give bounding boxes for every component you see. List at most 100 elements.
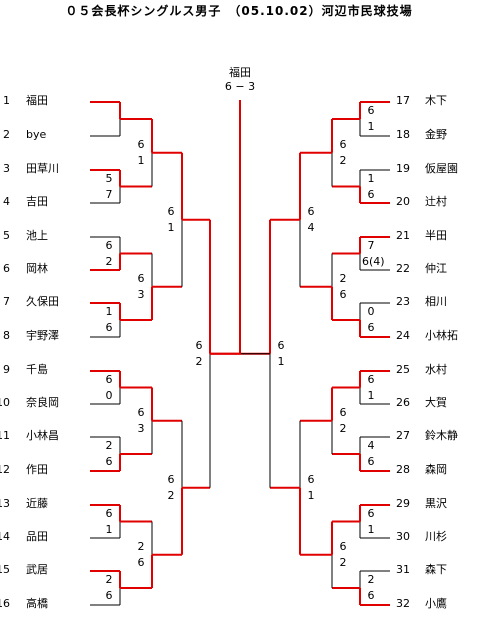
match-score: 6: [195, 338, 203, 352]
left-player-name: 品田: [26, 530, 48, 543]
match-score: 7: [367, 238, 375, 252]
match-score: 6: [137, 137, 145, 151]
champion-name: 福田: [229, 66, 251, 79]
left-player-name: 田草川: [26, 162, 59, 175]
match-score: 5: [105, 171, 113, 185]
match-score: 6: [137, 271, 145, 285]
left-player-name: 久保田: [26, 295, 59, 308]
match-score: 6: [367, 187, 375, 201]
left-seed-number: 6: [3, 262, 10, 275]
right-seed-number: 22: [396, 262, 410, 275]
match-score: 6: [105, 321, 113, 334]
match-score: 6(4): [362, 254, 385, 268]
match-score: 1: [367, 171, 375, 185]
left-seed-number: 7: [3, 295, 10, 308]
left-player-name: 高橋: [26, 597, 48, 610]
match-score: 2: [105, 439, 113, 452]
left-seed-number: 13: [0, 497, 10, 510]
match-score: 2: [137, 539, 145, 553]
left-seed-number: 2: [3, 128, 10, 141]
match-score: 6: [105, 238, 113, 252]
left-player-name: 宇野澤: [26, 329, 59, 342]
page-title: ０５会長杯シングルス男子 （05.10.02）河辺市民球技場: [65, 4, 413, 18]
match-score: 6: [137, 555, 145, 569]
match-score: 2: [367, 573, 375, 586]
match-score: 1: [367, 522, 375, 536]
match-score: 1: [367, 120, 375, 133]
match-score: 6: [367, 372, 375, 386]
left-player-name: 池上: [26, 229, 48, 242]
match-score: 6: [105, 455, 113, 468]
left-seed-number: 3: [3, 162, 10, 175]
right-player-name: 小林拓: [425, 329, 458, 342]
left-seed-number: 14: [0, 530, 10, 543]
left-seed-number: 10: [0, 396, 10, 409]
match-score: 1: [167, 220, 175, 234]
left-player-name: 武居: [26, 563, 48, 576]
left-seed-number: 5: [3, 229, 10, 242]
match-score: 2: [339, 555, 347, 569]
match-score: 4: [307, 220, 315, 234]
match-score: 6: [105, 372, 113, 386]
match-score: 3: [137, 421, 145, 435]
match-score: 6: [105, 506, 113, 520]
left-player-name: bye: [26, 128, 47, 141]
match-score: 1: [137, 153, 145, 167]
right-seed-number: 20: [396, 195, 410, 208]
right-seed-number: 18: [396, 128, 410, 141]
left-seed-number: 8: [3, 329, 10, 342]
final-score: 6 − 3: [224, 80, 256, 93]
right-player-name: 金野: [425, 128, 447, 141]
right-player-name: 森下: [425, 563, 447, 576]
right-seed-number: 29: [396, 497, 410, 510]
right-player-name: 鈴木静: [425, 429, 458, 442]
left-seed-number: 1: [3, 94, 10, 107]
match-score: 1: [105, 305, 113, 318]
match-score: 6: [339, 539, 347, 553]
right-seed-number: 24: [396, 329, 410, 342]
match-score: 0: [367, 305, 375, 318]
right-player-name: 川杉: [425, 530, 447, 543]
right-player-name: 水村: [425, 363, 447, 376]
match-score: 1: [307, 488, 315, 502]
right-player-name: 木下: [425, 94, 447, 107]
left-seed-number: 16: [0, 597, 10, 610]
right-seed-number: 19: [396, 162, 410, 175]
match-score: 6: [167, 204, 175, 218]
match-score: 6: [137, 405, 145, 419]
match-score: 3: [137, 287, 145, 301]
left-player-name: 岡林: [26, 262, 48, 275]
left-player-name: 福田: [26, 94, 48, 107]
match-score: 2: [339, 271, 347, 285]
right-player-name: 大賀: [425, 396, 447, 409]
right-player-name: 相川: [425, 295, 447, 308]
match-score: 6: [277, 338, 285, 352]
match-score: 6: [367, 506, 375, 520]
match-score: 2: [105, 573, 113, 586]
right-player-name: 小鷹: [425, 597, 447, 610]
match-score: 1: [277, 354, 285, 368]
match-score: 6: [167, 472, 175, 486]
right-player-name: 仲江: [425, 262, 447, 275]
match-score: 6: [307, 472, 315, 486]
match-score: 1: [105, 522, 113, 536]
right-seed-number: 25: [396, 363, 410, 376]
right-seed-number: 32: [396, 597, 410, 610]
match-score: 6: [367, 589, 375, 602]
match-score: 2: [339, 153, 347, 167]
right-player-name: 黒沢: [425, 497, 447, 510]
right-seed-number: 21: [396, 229, 410, 242]
match-score: 2: [195, 354, 203, 368]
left-player-name: 吉田: [26, 195, 48, 208]
right-seed-number: 23: [396, 295, 410, 308]
left-player-name: 近藤: [26, 497, 48, 510]
match-score: 4: [367, 439, 375, 452]
right-seed-number: 31: [396, 563, 410, 576]
left-player-name: 奈良岡: [26, 396, 59, 409]
right-player-name: 半田: [425, 229, 447, 242]
left-seed-number: 12: [0, 463, 10, 476]
left-seed-number: 11: [0, 429, 10, 442]
champion-box: 福田 6 − 3: [200, 66, 280, 94]
match-score: 1: [367, 388, 375, 402]
